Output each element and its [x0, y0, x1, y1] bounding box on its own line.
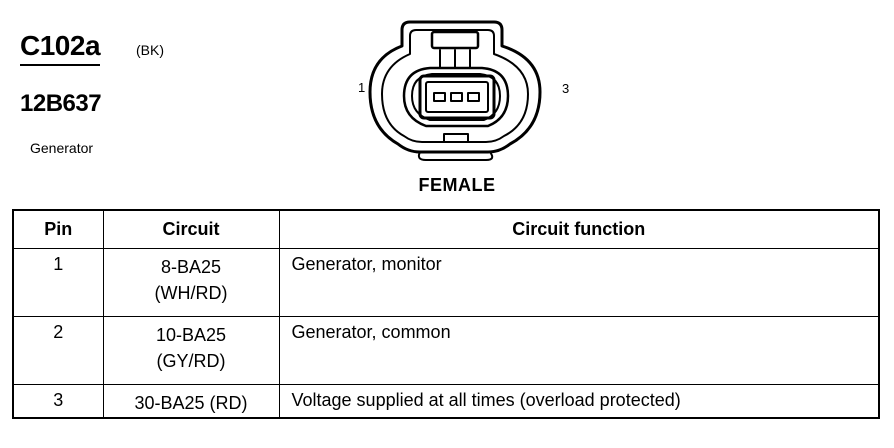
- circuit-code: 10-BA25 (GY/RD): [102, 315, 280, 385]
- header-circuit: Circuit: [102, 209, 280, 249]
- circuit-code-line: 8-BA25: [160, 256, 222, 277]
- connector-id: C102a: [20, 30, 101, 66]
- pin-label-right: 3: [562, 81, 570, 96]
- pin-number: 2: [12, 315, 104, 385]
- circuit-wire-color: (GY/RD): [156, 350, 226, 371]
- circuit-function: Generator, monitor: [278, 247, 880, 317]
- header-circuit-function: Circuit function: [278, 209, 880, 249]
- pin-number: 3: [12, 383, 104, 419]
- table-row: 2 10-BA25 (GY/RD) Generator, common: [12, 315, 880, 385]
- connector-description: Generator: [30, 140, 94, 156]
- connector-face-diagram: [368, 20, 542, 161]
- circuit-function: Generator, common: [278, 315, 880, 385]
- pin-number: 1: [12, 247, 104, 317]
- table-header-row: Pin Circuit Circuit function: [12, 209, 880, 249]
- pinout-table: Pin Circuit Circuit function 1 8-BA25 (W…: [12, 209, 880, 419]
- pin-label-left: 1: [358, 80, 366, 95]
- circuit-code-line: 30-BA25 (RD): [134, 392, 248, 413]
- header-pin: Pin: [12, 209, 104, 249]
- part-number: 12B637: [20, 90, 102, 117]
- circuit-code: 30-BA25 (RD): [102, 383, 280, 419]
- table-row: 1 8-BA25 (WH/RD) Generator, monitor: [12, 247, 880, 317]
- circuit-wire-color: (WH/RD): [154, 282, 228, 303]
- circuit-code-line: 10-BA25: [155, 324, 227, 345]
- circuit-code: 8-BA25 (WH/RD): [102, 247, 280, 317]
- table-row: 3 30-BA25 (RD) Voltage supplied at all t…: [12, 383, 880, 419]
- circuit-function: Voltage supplied at all times (overload …: [278, 383, 880, 419]
- color-code: (BK): [136, 42, 164, 58]
- connector-gender-label: FEMALE: [418, 175, 496, 195]
